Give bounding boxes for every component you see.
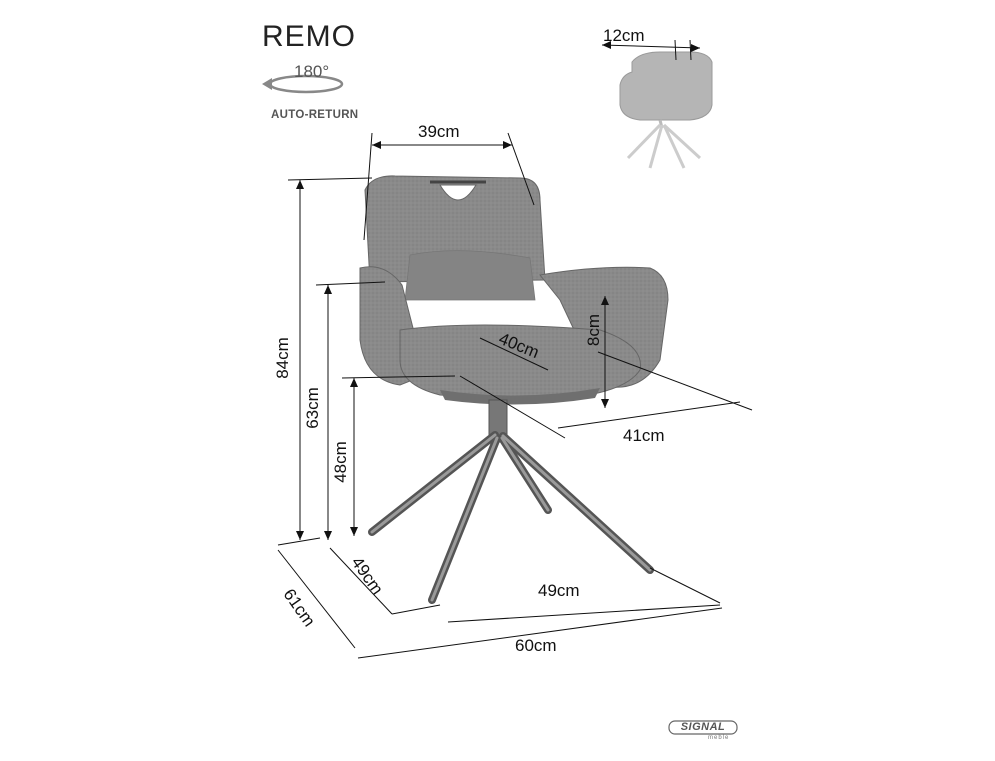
dim-handle-width: 12cm [603,26,645,45]
brand-logo-shape [668,720,738,735]
rotation-label: AUTO-RETURN [271,109,359,121]
thumbnail-chair [601,39,713,169]
brand-sub: meble [708,735,730,741]
dim-overall-width: 60cm [515,636,557,655]
dim-total-height: 84cm [272,337,292,379]
dim-base-width: 49cm [538,581,580,600]
product-title: REMO [262,20,356,53]
dim-back-width: 39cm [418,122,460,141]
dim-seat-width: 41cm [623,426,665,445]
dimension-arrows [296,41,700,540]
dim-seat-height: 48cm [330,441,350,483]
dimension-lines [277,132,753,659]
brand-logo: SIGNAL meble [668,719,738,741]
brand-name: SIGNAL [680,721,726,733]
rotation-arrow-icon [262,74,344,94]
chair-main [359,175,669,604]
rotation-degrees: 180° [294,62,330,81]
dim-arm-thickness: 8cm [584,313,604,347]
dim-arm-height: 63cm [302,387,322,429]
